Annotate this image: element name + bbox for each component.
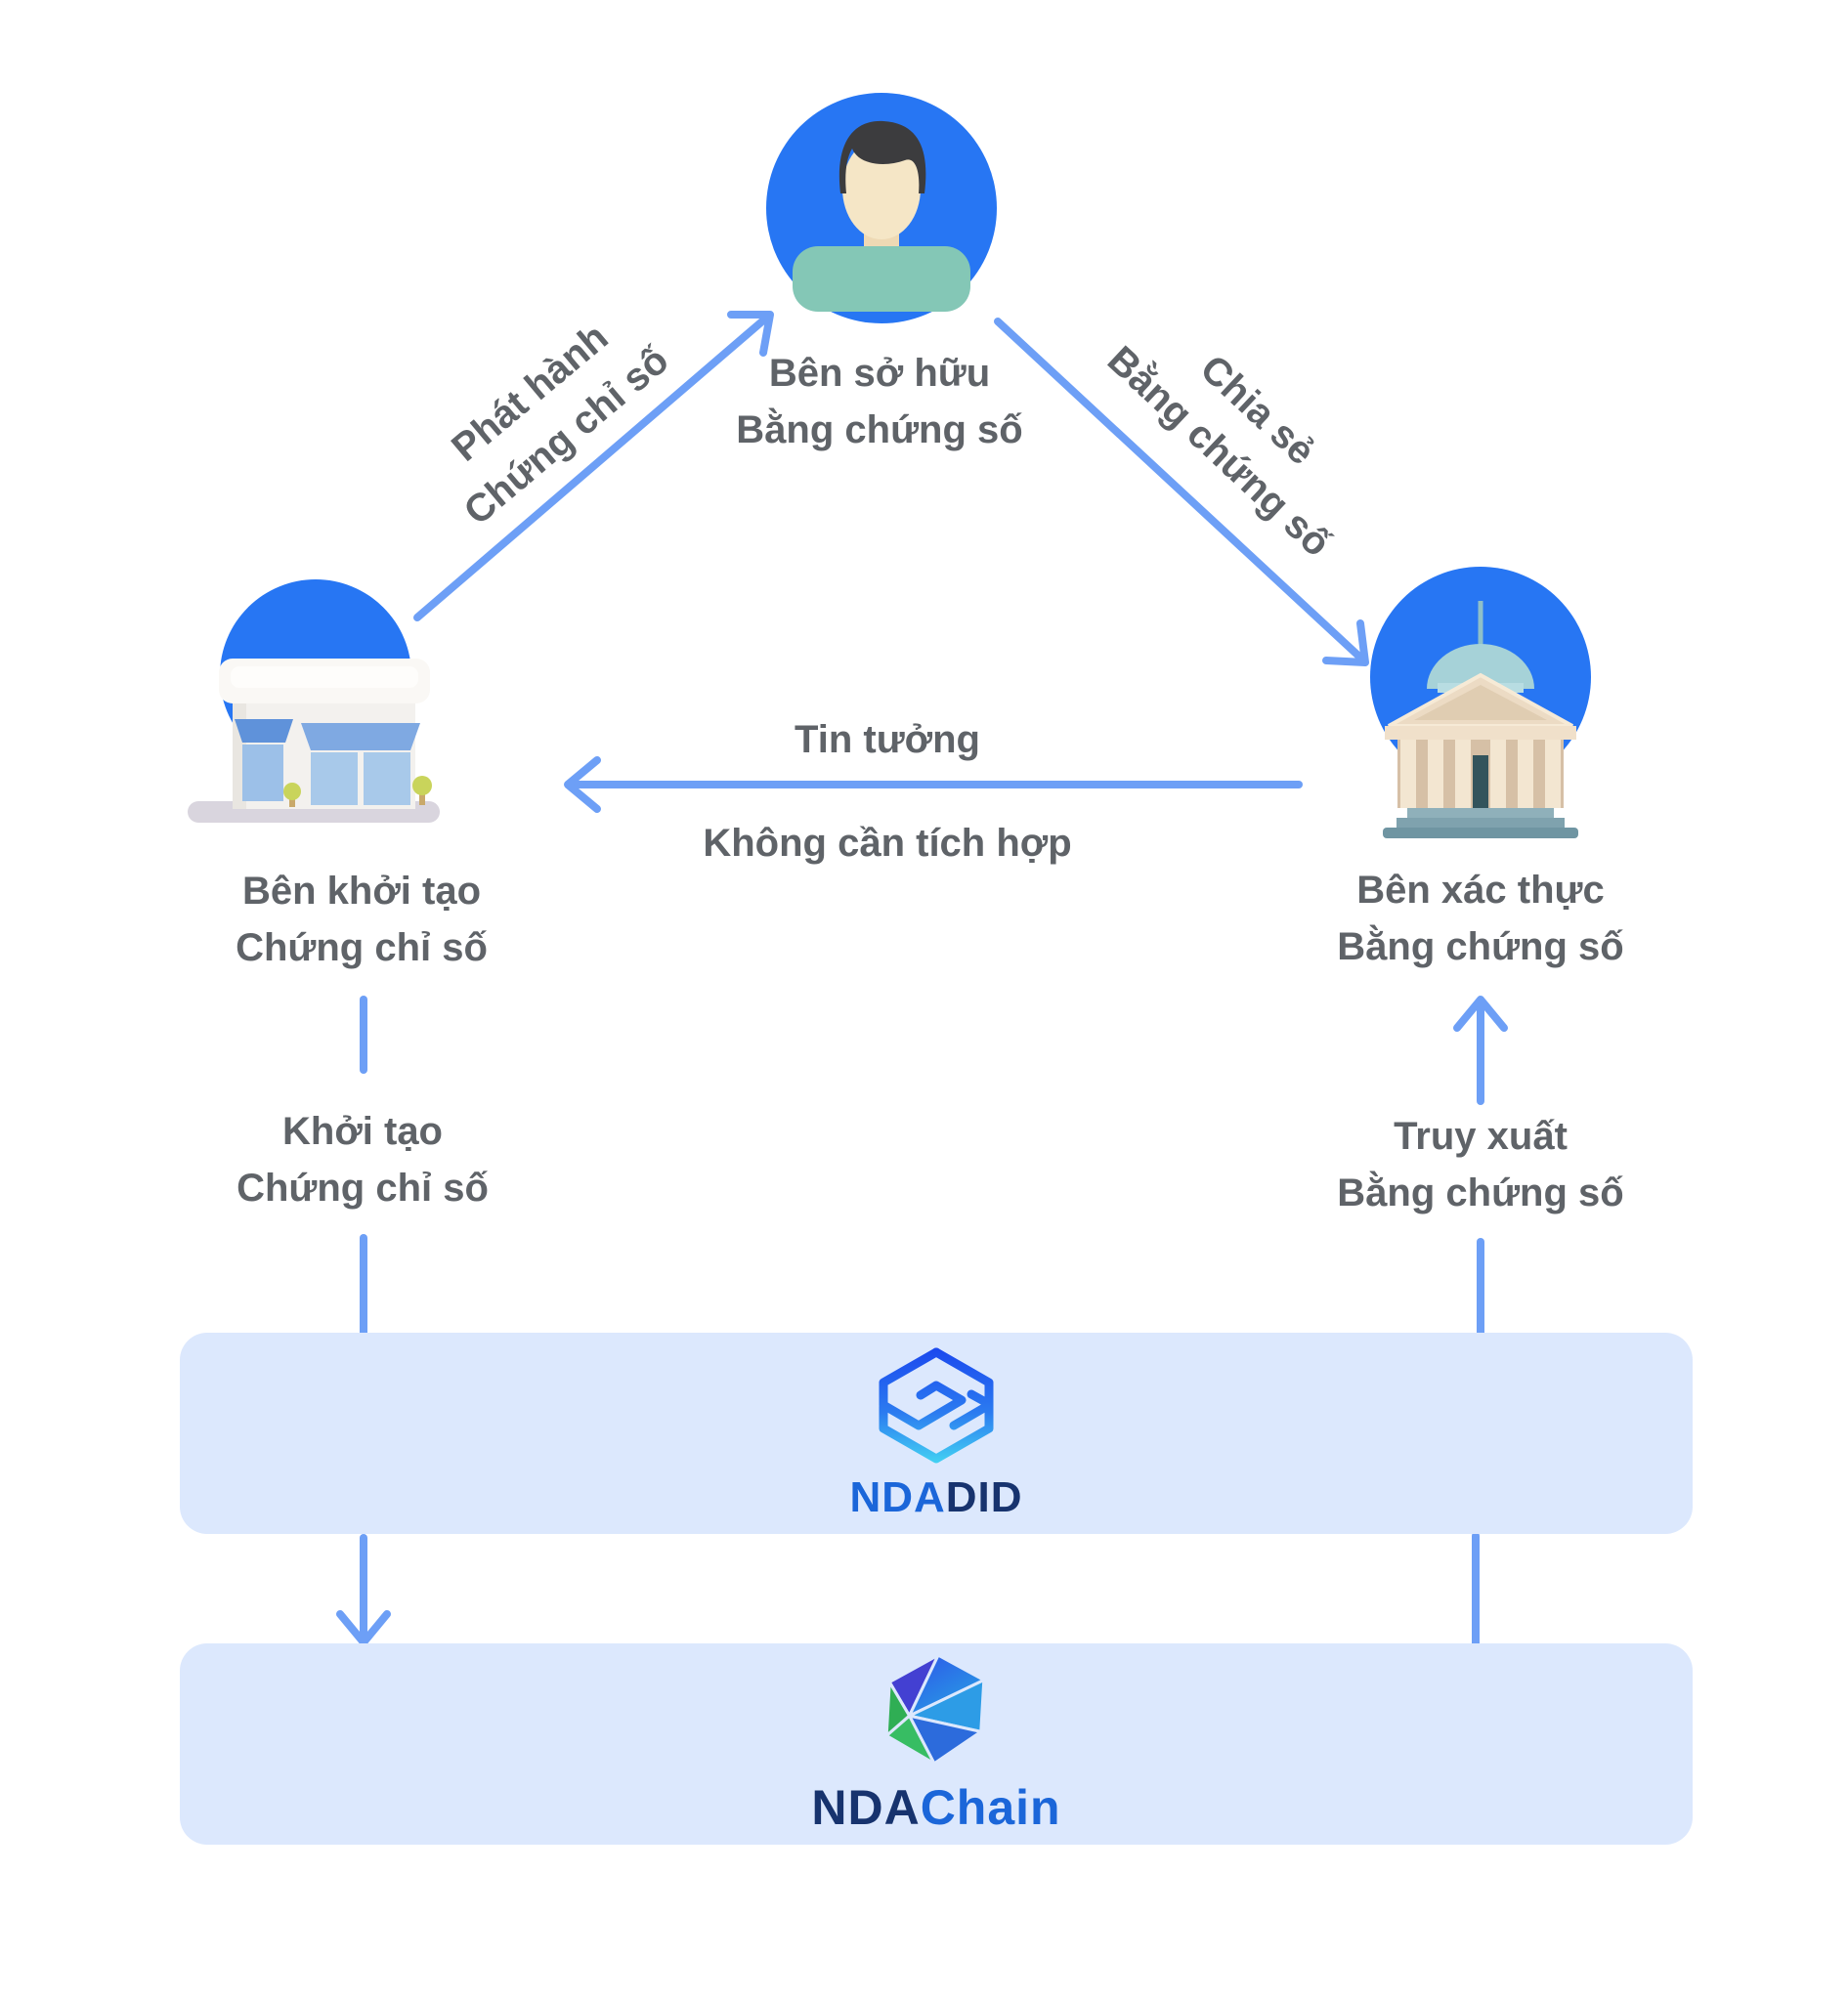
holder-label-line2: Bằng chứng số	[736, 408, 1023, 451]
share-arrow	[994, 318, 1369, 666]
create-edge-label-line2: Chứng chỉ số	[236, 1167, 489, 1210]
ndadid-logo-icon	[879, 1347, 994, 1463]
verifier-label-line2: Bằng chứng số	[1337, 925, 1624, 968]
person-avatar-icon	[766, 93, 997, 323]
government-building-icon	[1370, 567, 1591, 838]
ndachain-wordmark-suffix: Chain	[920, 1780, 1061, 1835]
ndadid-platform-bar: NDADID	[180, 1333, 1693, 1534]
ndachain-wordmark: NDAChain	[811, 1779, 1060, 1836]
trust-edge-label-bottom: Không cần tích hợp	[703, 822, 1072, 865]
retrieve-edge-label-line1: Truy xuất	[1394, 1115, 1568, 1158]
retrieve-arrow	[1453, 996, 1508, 1337]
ndachain-wordmark-prefix: NDA	[811, 1780, 921, 1835]
ndachain-logo-icon	[884, 1653, 986, 1766]
store-building-icon	[188, 579, 440, 823]
issuer-label-line2: Chứng chỉ số	[236, 926, 488, 969]
ndadid-wordmark-prefix: NDA	[849, 1472, 946, 1521]
ndadid-wordmark-suffix: DID	[945, 1472, 1023, 1521]
holder-label-line1: Bên sở hữu	[768, 352, 991, 395]
trust-edge-label-top: Tin tưởng	[795, 718, 980, 761]
issuer-label-line1: Bên khởi tạo	[241, 870, 482, 913]
verifier-label: Bên xác thực Bằng chứng số	[1337, 862, 1623, 975]
create-edge-label-line1: Khởi tạo	[282, 1110, 443, 1153]
retrieve-edge-label-line2: Bằng chứng số	[1337, 1171, 1624, 1214]
issuer-label: Bên khởi tạo Chứng chỉ số	[236, 863, 488, 976]
holder-label: Bên sở hữu Bằng chứng số	[736, 345, 1022, 458]
issue-arrow	[413, 311, 774, 621]
retrieve-edge-label: Truy xuất Bằng chứng số	[1337, 1108, 1623, 1221]
ndadid-wordmark: NDADID	[849, 1473, 1022, 1522]
trust-arrow	[564, 756, 1303, 813]
ndadid-to-ndachain-arrow	[336, 1534, 391, 1646]
ndachain-platform-bar: NDAChain	[180, 1643, 1693, 1845]
verifier-label-line1: Bên xác thực	[1356, 869, 1605, 912]
create-edge-label: Khởi tạo Chứng chỉ số	[236, 1103, 489, 1216]
